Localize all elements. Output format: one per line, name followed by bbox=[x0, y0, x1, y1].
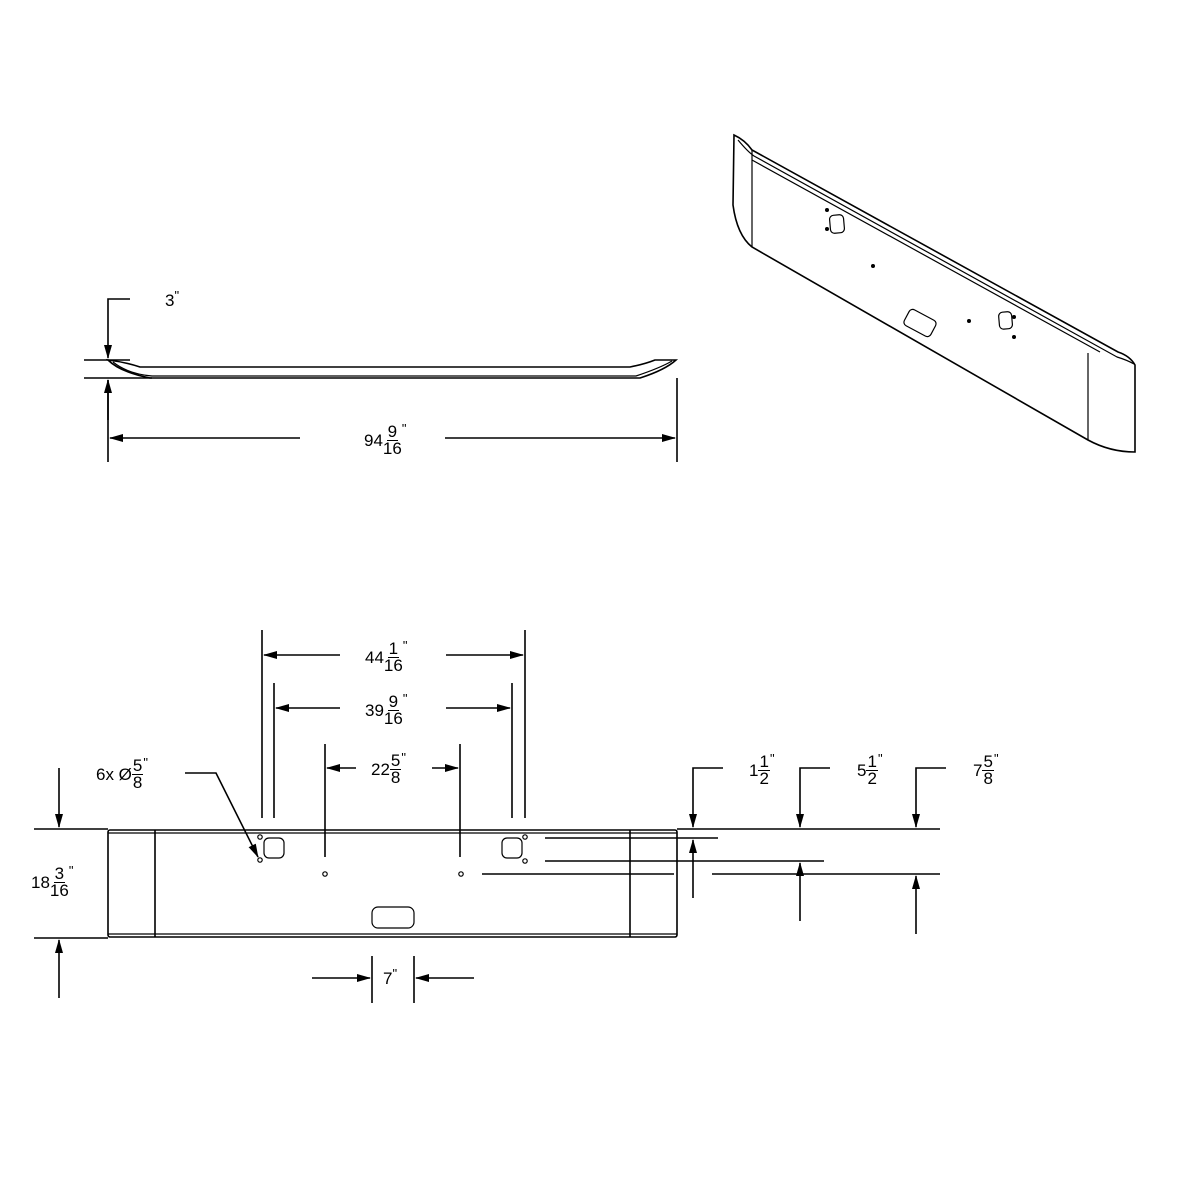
depth-label: 3" bbox=[165, 288, 180, 311]
plate-slot-width-label: 7" bbox=[383, 966, 398, 989]
front-view bbox=[34, 630, 946, 1003]
isometric-view bbox=[732, 133, 1136, 453]
top-view bbox=[84, 298, 679, 462]
